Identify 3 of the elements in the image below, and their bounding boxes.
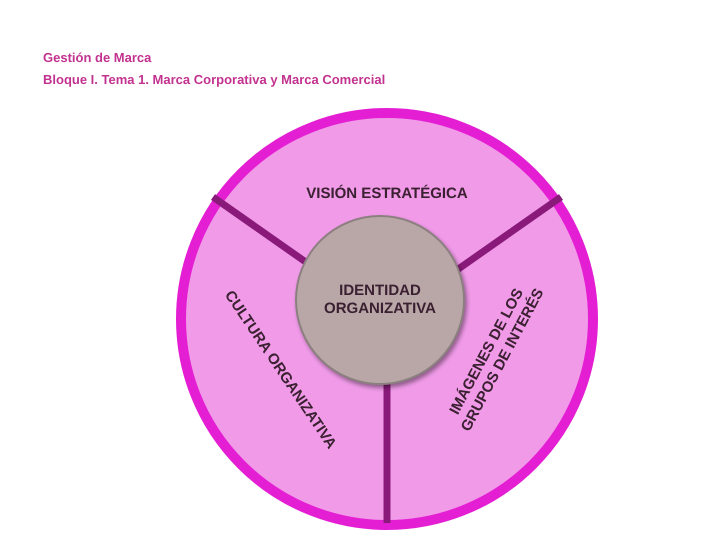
subtitle: Bloque I. Tema 1. Marca Corporativa y Marca Comercial (43, 71, 386, 89)
title: Gestión de Marca (43, 49, 152, 67)
segment-label: VISIÓN ESTRATÉGICA (270, 179, 504, 209)
